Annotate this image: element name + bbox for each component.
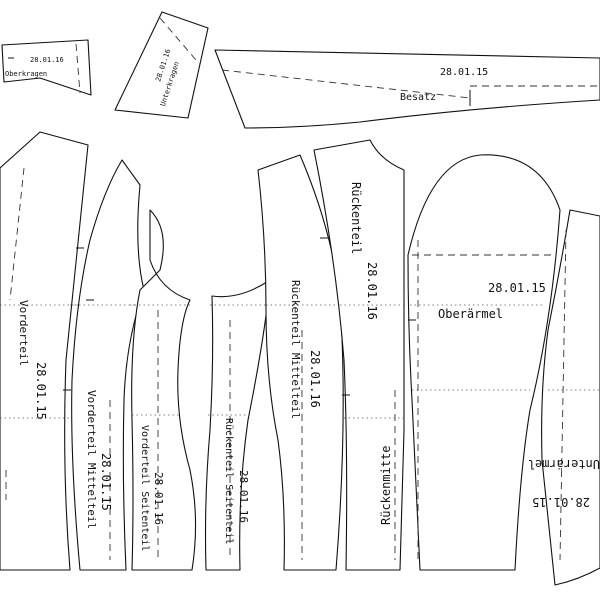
oberaermel-piece: 28.01.15 Oberärmel [407, 154, 561, 571]
vorderteil-seitenteil-date: 28.01.16 [152, 472, 165, 525]
unteraermel-date: 28.01.15 [532, 495, 590, 509]
rueckenteil-mittelteil-date: 28.01.16 [308, 350, 322, 408]
oberaermel-date: 28.01.15 [488, 281, 546, 295]
vorderteil-seitenteil-piece: Vorderteil Seitenteil 28.01.16 [130, 209, 197, 571]
vorderteil-mittelteil-piece: Vorderteil Mittelteil 28.01.15 [70, 159, 145, 571]
rueckenteil-label: Rückenteil [349, 182, 363, 254]
rueckenteil-mittelteil-piece: Rückenteil Mittelteil 28.01.16 [257, 154, 344, 571]
besatz-label: Besatz [400, 92, 436, 103]
unteraermel-piece: Unterärmel 28.01.15 [528, 209, 600, 586]
rueckenteil-date: 28.01.16 [365, 262, 379, 320]
besatz-date: 28.01.15 [440, 67, 488, 78]
vorderteil-label: Vorderteil [17, 300, 30, 366]
unterkragen-piece: 28.01.16 Unterkragen [114, 11, 209, 119]
vorderteil-mittelteil-label: Vorderteil Mittelteil [85, 390, 98, 529]
rueckenmitte-label: Rückenmitte [379, 446, 393, 525]
besatz-piece: 28.01.15 Besatz [214, 49, 600, 129]
vorderteil-mittelteil-date: 28.01.15 [99, 453, 113, 511]
rueckenteil-seitenteil-date: 28.01.16 [237, 470, 250, 523]
unteraermel-label: Unterärmel [528, 457, 600, 471]
oberkragen-label: Oberkragen [5, 70, 47, 78]
rueckenteil-seitenteil-label: Rückenteil Seitenteil [223, 418, 234, 544]
vorderteil-piece: Vorderteil 28.01.15 [0, 131, 89, 571]
rueckenteil-mittelteil-label: Rückenteil Mittelteil [289, 280, 302, 419]
rueckenteil-piece: Rückenteil 28.01.16 Rückenmitte [313, 139, 405, 571]
oberkragen-date: 28.01.16 [30, 56, 64, 64]
oberaermel-label: Oberärmel [438, 307, 503, 321]
vorderteil-seitenteil-label: Vorderteil Seitenteil [139, 425, 150, 551]
oberkragen-piece: 28.01.16 Oberkragen [1, 39, 92, 96]
vorderteil-date: 28.01.15 [34, 362, 48, 420]
